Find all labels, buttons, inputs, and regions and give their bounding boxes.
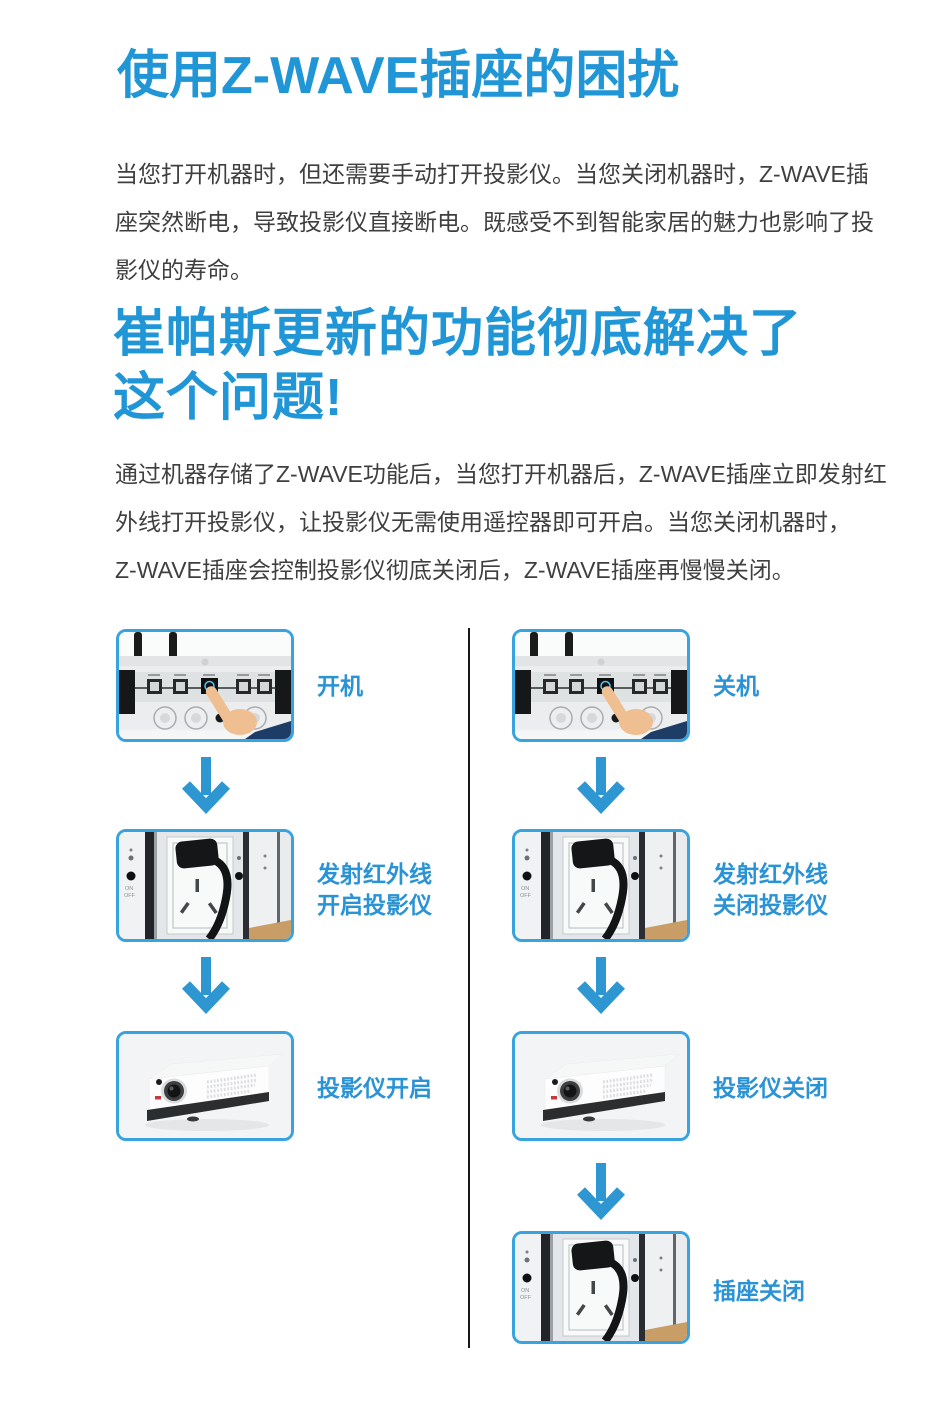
step-label: 发射红外线 开启投影仪 [317, 861, 432, 918]
step-photo-frame [512, 629, 690, 742]
zwave-socket-image [515, 1234, 687, 1341]
flow-column-divider [468, 628, 470, 1348]
step-label: 投影仪关闭 [713, 1075, 828, 1101]
device-panel-hand-press-image [515, 632, 687, 739]
section-1-body: 当您打开机器时，但还需要手动打开投影仪。当您关闭机器时，Z-WAVE插 座突然断… [115, 161, 874, 283]
down-arrow-icon [182, 757, 230, 814]
step-label: 投影仪开启 [317, 1075, 432, 1101]
section-2-heading: 崔帕斯更新的功能彻底解决了 这个问题! [113, 305, 803, 427]
step-photo-frame [512, 1031, 690, 1141]
projector-image [515, 1034, 687, 1138]
step-photo-frame [512, 829, 690, 942]
step-photo-frame [116, 629, 294, 742]
zwave-socket-image [119, 832, 291, 939]
zwave-socket-image [515, 832, 687, 939]
down-arrow-icon [182, 957, 230, 1014]
step-label: 插座关闭 [713, 1278, 805, 1304]
step-label: 开机 [317, 673, 363, 699]
down-arrow-icon [577, 957, 625, 1014]
device-panel-hand-press-image [119, 632, 291, 739]
section-2-body: 通过机器存储了Z-WAVE功能后，当您打开机器后，Z-WAVE插座立即发射红 外… [115, 461, 887, 583]
section-1-heading: 使用Z-WAVE插座的困扰 [117, 47, 680, 105]
step-photo-frame [116, 1031, 294, 1141]
down-arrow-icon [577, 1163, 625, 1220]
down-arrow-icon [577, 757, 625, 814]
step-photo-frame [512, 1231, 690, 1344]
step-label: 关机 [713, 673, 759, 699]
projector-image [119, 1034, 291, 1138]
step-photo-frame [116, 829, 294, 942]
step-label: 发射红外线 关闭投影仪 [713, 861, 828, 918]
